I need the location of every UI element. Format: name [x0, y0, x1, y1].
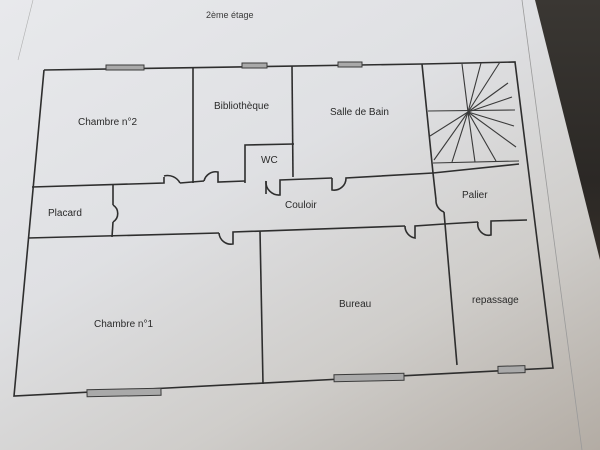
room-label-placard: Placard — [48, 208, 82, 219]
room-label-palier: Palier — [462, 190, 488, 201]
room-label-chambre2: Chambre n°2 — [78, 117, 138, 128]
window-chambre2 — [105, 64, 145, 71]
interior-walls — [27, 63, 528, 385]
window-bureau — [333, 372, 405, 383]
room-label-wc: WC — [261, 155, 278, 166]
window-bibliotheque — [241, 62, 268, 69]
room-label-bureau: Bureau — [339, 299, 372, 310]
outer-walls — [13, 61, 554, 397]
window-salle-de-bain — [337, 61, 363, 68]
staircase — [427, 61, 520, 164]
room-label-bibliotheque: Bibliothèque — [214, 101, 270, 112]
window-repassage — [497, 365, 526, 374]
room-label-repassage: repassage — [472, 295, 519, 306]
room-label-chambre1: Chambre n°1 — [94, 319, 154, 330]
floor-title: 2ème étage — [206, 10, 254, 20]
window-chambre1 — [86, 387, 162, 398]
room-label-salle-de-bain: Salle de Bain — [330, 107, 389, 118]
room-label-couloir: Couloir — [285, 200, 317, 211]
